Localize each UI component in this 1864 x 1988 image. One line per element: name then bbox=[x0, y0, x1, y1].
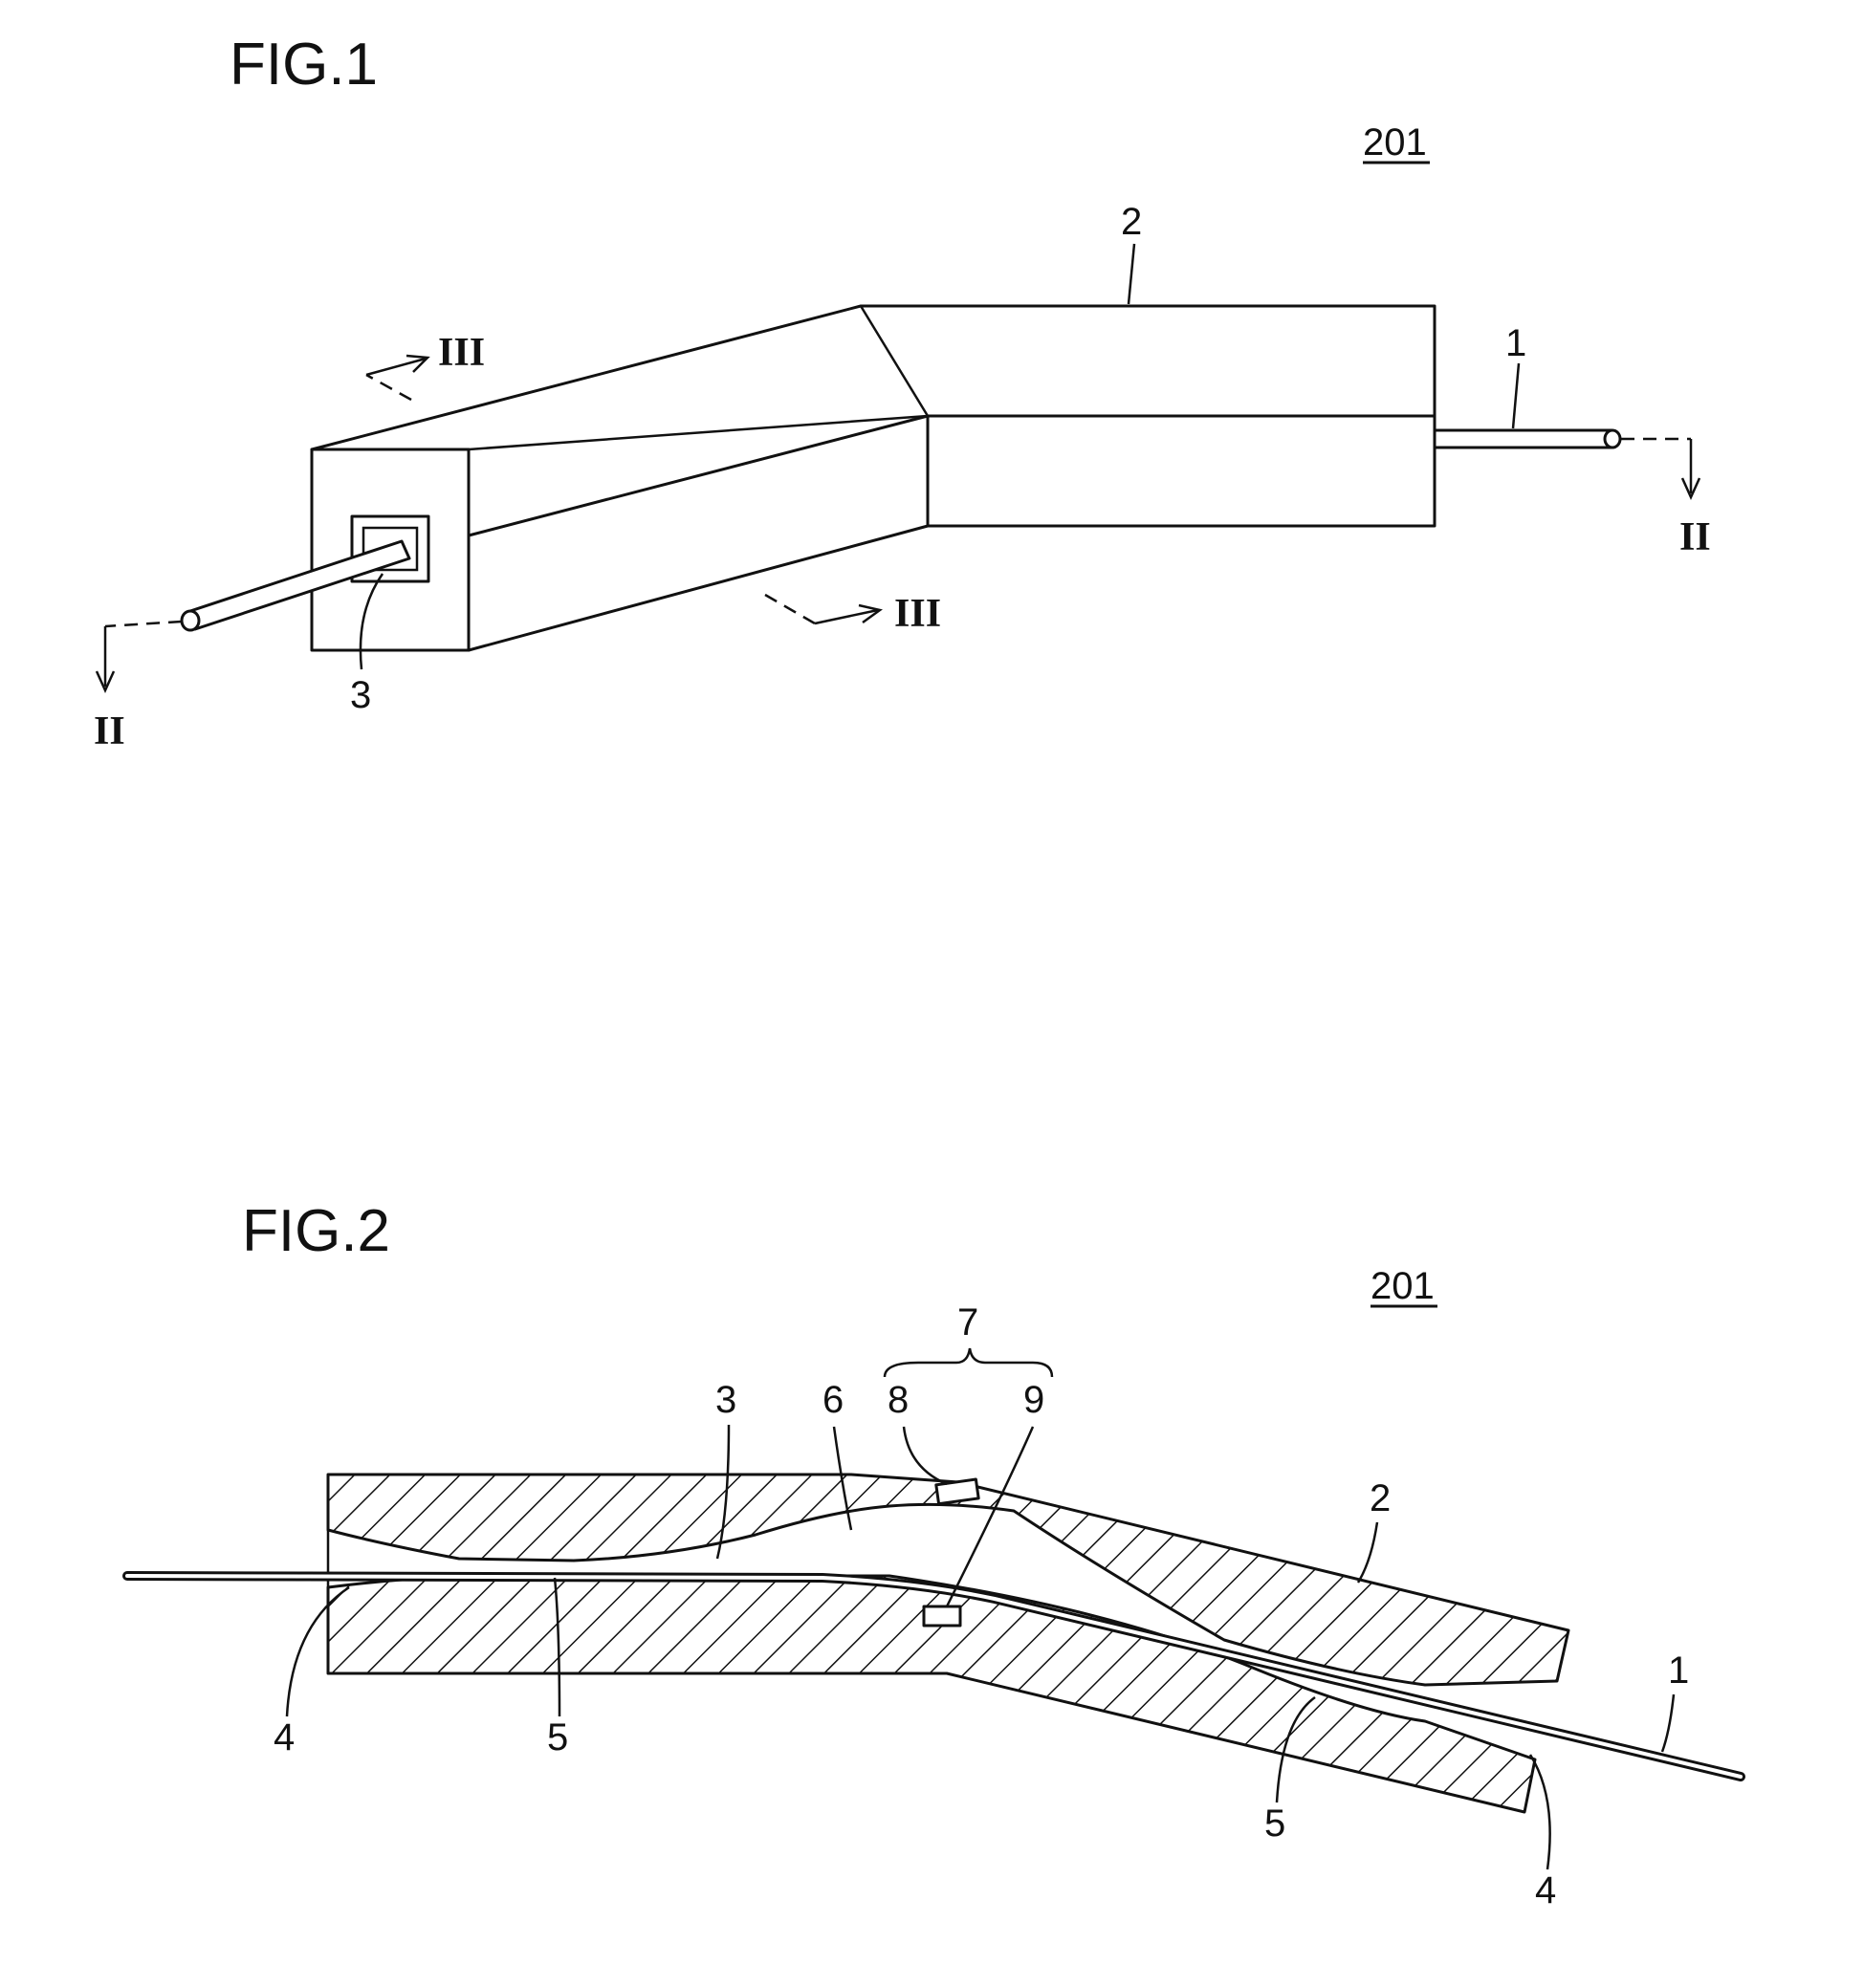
fig2-title: FIG.2 bbox=[242, 1198, 390, 1264]
leader-element-a bbox=[904, 1427, 947, 1484]
label-section-iii-top: III bbox=[438, 331, 485, 375]
label-section-ii-left: II bbox=[94, 710, 125, 754]
label-flare-right: 4 bbox=[1535, 1869, 1556, 1912]
fig1-ref-number: 201 bbox=[1363, 121, 1427, 164]
leader-housing-fig2 bbox=[1358, 1522, 1377, 1583]
fig1-title: FIG.1 bbox=[230, 32, 378, 98]
housing-right-side-face bbox=[928, 416, 1435, 526]
label-element-b: 9 bbox=[1023, 1379, 1044, 1421]
label-housing-fig2: 2 bbox=[1370, 1477, 1391, 1519]
section-ii-left-line bbox=[105, 622, 182, 626]
label-flare-left: 4 bbox=[274, 1716, 295, 1759]
figure-2: FIG.2 201 7 8 9 3 6 2 bbox=[127, 1198, 1741, 1912]
leader-fiber bbox=[1513, 363, 1519, 428]
leader-housing bbox=[1129, 244, 1134, 304]
fiber-right-segment bbox=[1435, 430, 1620, 448]
label-cavity: 6 bbox=[822, 1379, 844, 1421]
label-housing: 2 bbox=[1121, 201, 1142, 243]
section-iii-bottom-arrow bbox=[815, 610, 878, 623]
label-fiber-fig2: 1 bbox=[1668, 1649, 1689, 1692]
leader-fiber-fig2 bbox=[1662, 1694, 1674, 1752]
element-9 bbox=[924, 1606, 960, 1626]
label-hole: 3 bbox=[350, 674, 371, 716]
label-core-right: 5 bbox=[1264, 1802, 1285, 1845]
label-detector: 7 bbox=[957, 1301, 978, 1344]
housing-cross-section bbox=[328, 1475, 1568, 1812]
label-section-ii-right: II bbox=[1679, 515, 1711, 559]
section-iii-top-line bbox=[366, 375, 411, 400]
label-element-a: 8 bbox=[888, 1379, 909, 1421]
label-core-left: 5 bbox=[547, 1716, 568, 1759]
section-iii-bottom-line bbox=[765, 595, 815, 623]
fig2-ref-number: 201 bbox=[1371, 1265, 1435, 1307]
section-iii-top-arrow bbox=[366, 359, 426, 375]
figure-1: FIG.1 201 II bbox=[94, 32, 1711, 754]
label-section-iii-bottom: III bbox=[894, 592, 941, 636]
label-hole-fig2: 3 bbox=[715, 1379, 736, 1421]
label-fiber: 1 bbox=[1505, 322, 1526, 364]
detector-brace bbox=[885, 1348, 1052, 1377]
